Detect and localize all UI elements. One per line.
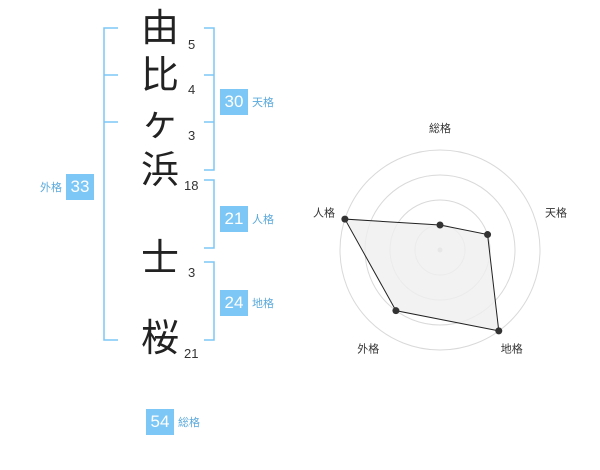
radar-axis-label-0: 総格 (429, 121, 451, 135)
tenkaku-value: 30 (220, 89, 248, 115)
name-char-1: 由 (140, 6, 179, 50)
jinkaku-value: 21 (220, 206, 248, 232)
radar-point-3 (392, 307, 400, 315)
chikaku-label: 地格 (252, 297, 274, 310)
stroke-count-6: 21 (184, 346, 199, 361)
chikaku-value: 24 (220, 290, 248, 316)
tenkaku-bracket (204, 27, 215, 171)
chikaku-bracket (204, 261, 215, 341)
radar-axis-label-4: 人格 (313, 205, 335, 219)
gaikaku-value: 33 (66, 174, 94, 200)
gaikaku-bracket (103, 27, 118, 341)
gaikaku-label: 外格 (40, 181, 62, 194)
radar-grid-ring (339, 149, 541, 351)
jinkaku-label: 人格 (252, 213, 274, 226)
name-char-5: 士 (140, 236, 179, 280)
radar-point-1 (484, 231, 492, 239)
soukaku-label: 総格 (178, 416, 200, 429)
stroke-count-1: 5 (188, 37, 196, 52)
name-char-6: 桜 (140, 316, 179, 360)
stroke-count-4: 18 (184, 178, 199, 193)
tenkaku-label: 天格 (252, 96, 274, 109)
radar-point-0 (436, 221, 444, 229)
radar-point-4 (341, 215, 349, 223)
tenkaku-badge: 30 天格 (220, 89, 274, 115)
radar-axis-label-3: 外格 (357, 342, 379, 356)
radar-axis-label-1: 天格 (545, 205, 567, 219)
soukaku-value: 54 (146, 409, 174, 435)
stroke-count-2: 4 (188, 82, 196, 97)
radar-axis-label-2: 地格 (501, 342, 523, 356)
jinkaku-bracket (204, 179, 215, 249)
stroke-count-5: 3 (188, 265, 196, 280)
name-char-3: ヶ (140, 100, 179, 144)
radar-point-2 (495, 327, 503, 335)
chikaku-badge: 24 地格 (220, 290, 274, 316)
stroke-count-3: 3 (188, 128, 196, 143)
soukaku-badge: 54 総格 (146, 409, 200, 435)
radar-series-area (344, 218, 500, 332)
name-char-2: 比 (140, 53, 179, 97)
jinkaku-badge: 21 人格 (220, 206, 274, 232)
name-char-4: 浜 (140, 148, 179, 192)
gaikaku-badge: 33 外格 (40, 174, 94, 200)
